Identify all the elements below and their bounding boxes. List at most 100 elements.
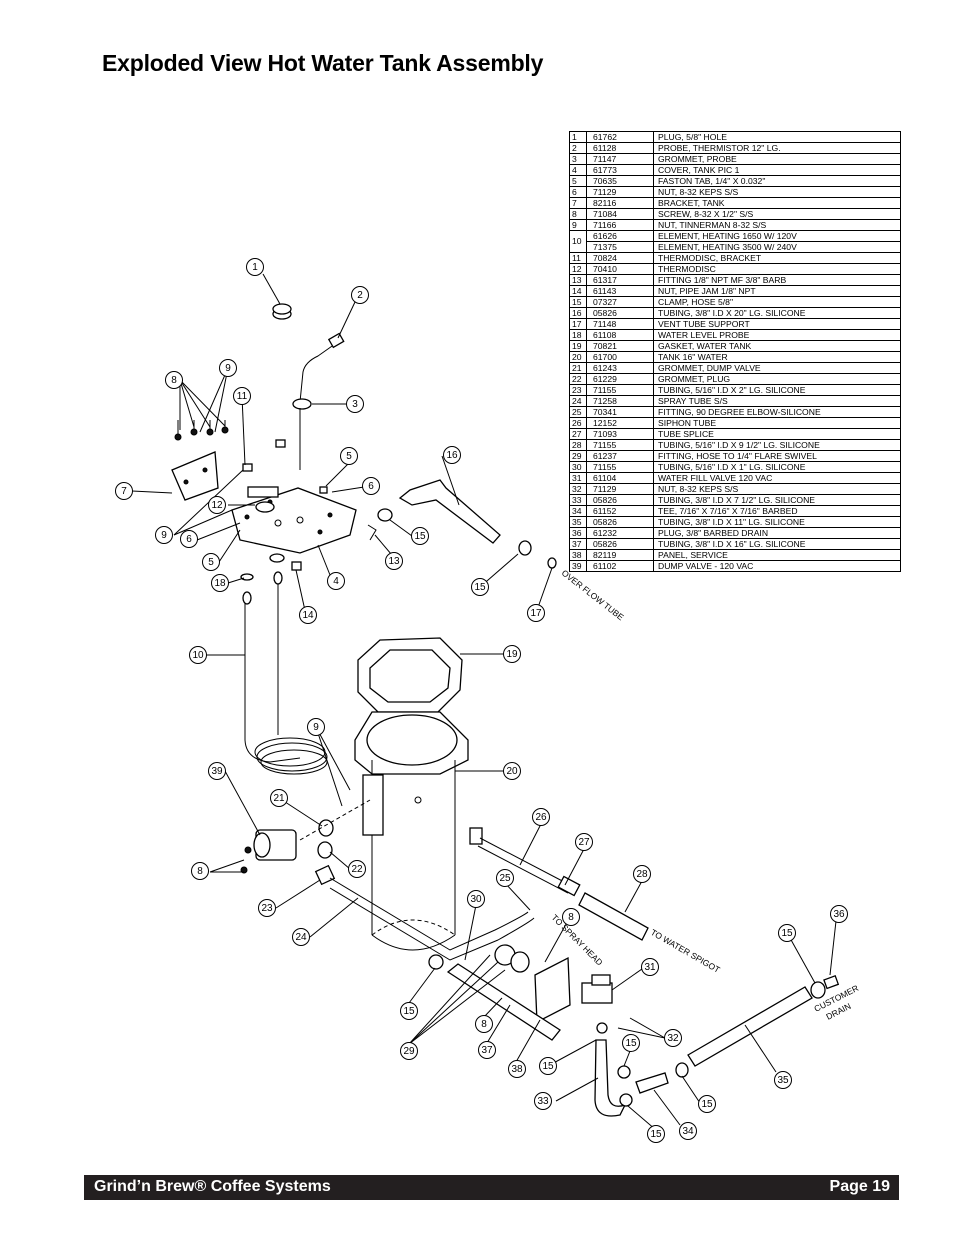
- callout-circle: [292, 928, 310, 946]
- callout-8: 8: [562, 908, 580, 926]
- callout-number: 24: [295, 932, 307, 943]
- water-spigot-label: TO WATER SPIGOT: [649, 927, 722, 975]
- siphon-tube-part: [469, 827, 649, 941]
- tank-cover-part: [231, 487, 357, 554]
- water-tank-part: [354, 711, 469, 951]
- callout-27: 27: [575, 833, 593, 851]
- callout-number: 9: [225, 363, 231, 374]
- callout-circle: [115, 482, 133, 500]
- callout-circle: [307, 718, 325, 736]
- callout-number: 15: [650, 1129, 662, 1140]
- callout-circle: [774, 1071, 792, 1089]
- callout-circle: [233, 387, 251, 405]
- callout-24: 24: [292, 928, 310, 946]
- callout-15: 15: [622, 1034, 640, 1052]
- part-number-index: 39: [569, 560, 587, 572]
- callout-circle: [346, 395, 364, 413]
- callout-number: 20: [506, 766, 518, 777]
- callout-31: 31: [641, 958, 659, 976]
- callout-6: 6: [180, 530, 198, 548]
- callout-20: 20: [503, 762, 521, 780]
- callout-circle: [443, 446, 461, 464]
- footer-page-number: Page 19: [829, 1178, 890, 1195]
- callout-circle: [698, 1095, 716, 1113]
- overflow-tube-label: OVER FLOW TUBE: [560, 568, 626, 623]
- callout-26: 26: [532, 808, 550, 826]
- callout-circle: [299, 606, 317, 624]
- callout-circle: [496, 869, 514, 887]
- callout-number: 7: [121, 486, 127, 497]
- callout-circle: [503, 762, 521, 780]
- heating-element-part: [240, 553, 328, 775]
- callout-8: 8: [475, 1015, 493, 1033]
- callout-number: 15: [474, 582, 486, 593]
- callout-circle: [400, 1042, 418, 1060]
- callout-circle: [467, 890, 485, 908]
- callout-35: 35: [774, 1071, 792, 1089]
- tank-bracket-part: [171, 451, 219, 501]
- callout-39: 39: [208, 762, 226, 780]
- callout-circle: [219, 359, 237, 377]
- callout-number: 18: [214, 578, 226, 589]
- callout-number: 19: [506, 649, 518, 660]
- callout-circle: [641, 958, 659, 976]
- callout-number: 36: [833, 909, 845, 920]
- callout-7: 7: [115, 482, 133, 500]
- callout-25: 25: [496, 869, 514, 887]
- callout-circle: [411, 527, 429, 545]
- callout-21: 21: [270, 789, 288, 807]
- callout-circle: [348, 860, 366, 878]
- callout-34: 34: [679, 1122, 697, 1140]
- callout-number: 15: [625, 1038, 637, 1049]
- callout-number: 34: [682, 1126, 694, 1137]
- callout-circle: [327, 572, 345, 590]
- callout-3: 3: [346, 395, 364, 413]
- callout-number: 15: [414, 531, 426, 542]
- callout-number: 38: [511, 1064, 523, 1075]
- callout-number: 10: [192, 650, 204, 661]
- spray-tube-part: [314, 864, 535, 970]
- callout-11: 11: [233, 387, 251, 405]
- callout-number: 9: [313, 722, 319, 733]
- callout-2: 2: [351, 286, 369, 304]
- callout-circle: [830, 905, 848, 923]
- callout-38: 38: [508, 1060, 526, 1078]
- callout-33: 33: [534, 1092, 552, 1110]
- callout-number: 35: [777, 1075, 789, 1086]
- callout-number: 17: [530, 608, 542, 619]
- callout-number: 8: [568, 912, 574, 923]
- callout-12: 12: [208, 496, 226, 514]
- callout-circle: [534, 1092, 552, 1110]
- callout-circle: [575, 833, 593, 851]
- footer-brand: Grind’n Brew® Coffee Systems: [94, 1178, 331, 1195]
- callout-number: 33: [537, 1096, 549, 1107]
- callout-1: 1: [246, 258, 264, 276]
- callout-circle: [679, 1122, 697, 1140]
- callout-number: 13: [388, 556, 400, 567]
- dump-valve-part: [240, 799, 371, 874]
- callout-5: 5: [340, 447, 358, 465]
- callout-number: 2: [357, 290, 363, 301]
- callout-number: 11: [237, 391, 248, 402]
- callout-circle: [664, 1029, 682, 1047]
- callout-number: 8: [481, 1019, 487, 1030]
- callout-28: 28: [633, 865, 651, 883]
- callout-number: 15: [403, 1006, 415, 1017]
- fill-valve-part: [494, 944, 613, 1034]
- callout-circle: [208, 762, 226, 780]
- callout-37: 37: [478, 1041, 496, 1059]
- callout-circle: [180, 530, 198, 548]
